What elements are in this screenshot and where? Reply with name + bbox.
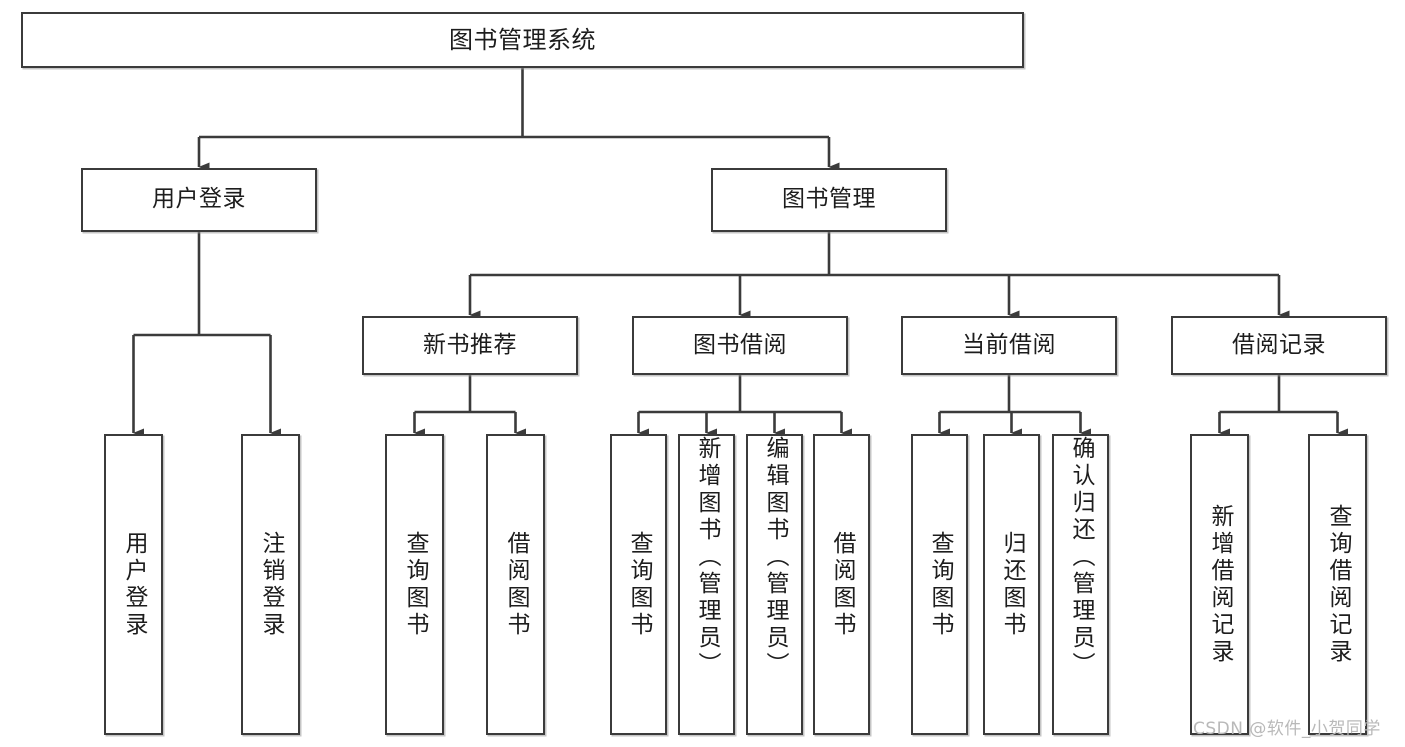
node-leaf-query-book-rec-label: 查询图书 bbox=[402, 530, 428, 639]
node-current-borrow[interactable]: 当前借阅 bbox=[901, 316, 1117, 375]
node-leaf-edit-book-admin-label: 编辑图书（管理员） bbox=[762, 436, 788, 679]
node-root-label: 图书管理系统 bbox=[449, 25, 596, 54]
node-leaf-edit-book-admin[interactable]: 编辑图书（管理员） bbox=[746, 434, 803, 735]
node-borrow-record-label: 借阅记录 bbox=[1232, 331, 1326, 358]
node-leaf-borrow-book-label: 借阅图书 bbox=[829, 530, 855, 639]
node-book-manage[interactable]: 图书管理 bbox=[711, 168, 947, 232]
node-leaf-query-book-cur-label: 查询图书 bbox=[927, 530, 953, 639]
node-leaf-query-book-label: 查询图书 bbox=[626, 530, 652, 639]
node-leaf-borrow-book[interactable]: 借阅图书 bbox=[813, 434, 870, 735]
node-leaf-query-book[interactable]: 查询图书 bbox=[610, 434, 667, 735]
node-leaf-add-borrow-record[interactable]: 新增借阅记录 bbox=[1190, 434, 1249, 735]
node-leaf-borrow-book-rec-label: 借阅图书 bbox=[503, 530, 529, 639]
node-leaf-return-book-label: 归还图书 bbox=[999, 530, 1025, 639]
node-book-manage-label: 图书管理 bbox=[782, 186, 876, 213]
node-leaf-return-book[interactable]: 归还图书 bbox=[983, 434, 1040, 735]
watermark-text: CSDN @软件_小贺同学 bbox=[1193, 719, 1381, 739]
node-leaf-query-book-rec[interactable]: 查询图书 bbox=[385, 434, 444, 735]
node-leaf-confirm-return-admin-label: 确认归还（管理员） bbox=[1068, 436, 1094, 679]
node-leaf-query-book-cur[interactable]: 查询图书 bbox=[911, 434, 968, 735]
node-leaf-add-borrow-record-label: 新增借阅记录 bbox=[1207, 503, 1233, 666]
node-leaf-query-borrow-record-label: 查询借阅记录 bbox=[1325, 503, 1351, 666]
node-book-borrow-label: 图书借阅 bbox=[693, 331, 787, 358]
node-new-book-rec-label: 新书推荐 bbox=[423, 331, 517, 358]
node-borrow-record[interactable]: 借阅记录 bbox=[1171, 316, 1387, 375]
node-leaf-user-login-label: 用户登录 bbox=[121, 530, 147, 639]
node-user-login-label: 用户登录 bbox=[152, 186, 246, 213]
node-user-login[interactable]: 用户登录 bbox=[81, 168, 317, 232]
node-current-borrow-label: 当前借阅 bbox=[962, 331, 1056, 358]
node-leaf-user-login[interactable]: 用户登录 bbox=[104, 434, 163, 735]
node-leaf-add-book-admin-label: 新增图书（管理员） bbox=[694, 436, 720, 679]
node-root[interactable]: 图书管理系统 bbox=[21, 12, 1024, 68]
node-book-borrow[interactable]: 图书借阅 bbox=[632, 316, 848, 375]
node-leaf-query-borrow-record[interactable]: 查询借阅记录 bbox=[1308, 434, 1367, 735]
node-leaf-user-logout-label: 注销登录 bbox=[258, 530, 284, 639]
node-leaf-confirm-return-admin[interactable]: 确认归还（管理员） bbox=[1052, 434, 1109, 735]
node-new-book-rec[interactable]: 新书推荐 bbox=[362, 316, 578, 375]
node-leaf-add-book-admin[interactable]: 新增图书（管理员） bbox=[678, 434, 735, 735]
node-leaf-user-logout[interactable]: 注销登录 bbox=[241, 434, 300, 735]
node-leaf-borrow-book-rec[interactable]: 借阅图书 bbox=[486, 434, 545, 735]
